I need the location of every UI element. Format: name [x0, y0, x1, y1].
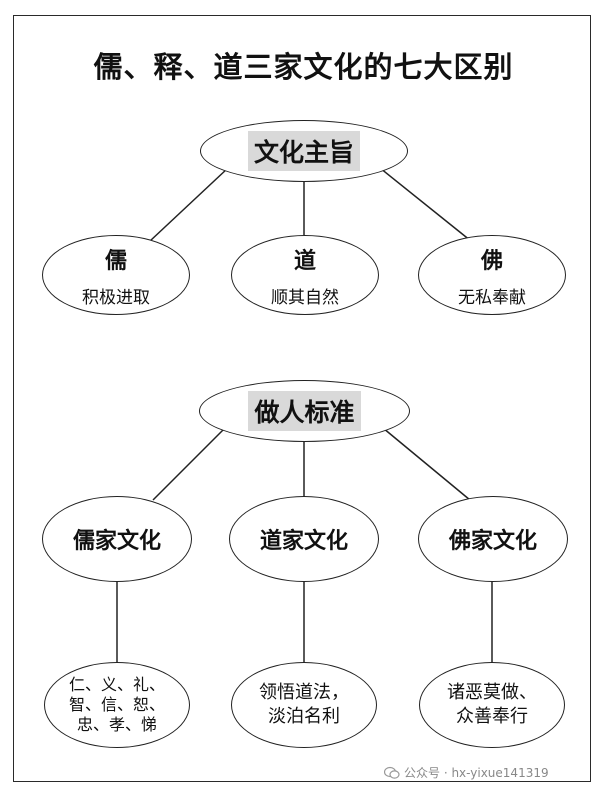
confucian-label: 儒: [104, 248, 127, 274]
buddhist-theme-node: 佛 无私奉献: [418, 235, 566, 315]
diagram-frame: [13, 15, 591, 782]
taoist-theme-node: 道 顺其自然: [231, 235, 379, 315]
culture-theme-heading: 文化主旨: [247, 131, 360, 171]
confucian-desc: 积极进取: [82, 287, 150, 308]
taoist-culture-node: 道家文化: [229, 496, 379, 582]
taoist-label: 道: [293, 248, 316, 274]
confucian-conduct-line-3: 忠、孝、悌: [76, 715, 157, 734]
confucian-culture-label: 儒家文化: [72, 529, 161, 554]
buddhist-conduct-node: 诸恶莫做、 众善奉行: [419, 662, 565, 748]
buddhist-conduct-line-2: 众善奉行: [456, 706, 528, 727]
confucian-culture-node: 儒家文化: [42, 496, 192, 582]
confucian-conduct-line-2: 智、信、恕、: [68, 695, 165, 714]
taoist-culture-label: 道家文化: [259, 529, 348, 554]
wechat-icon: [384, 766, 400, 779]
conduct-standard-node: 做人标准: [199, 380, 410, 442]
confucian-conduct-line-1: 仁、义、礼、: [68, 675, 165, 694]
page-title: 儒、释、道三家文化的七大区别: [93, 50, 514, 84]
watermark: 公众号 · hx-yixue141319: [384, 764, 549, 781]
buddhist-label: 佛: [480, 248, 503, 274]
taoist-conduct-line-2: 淡泊名利: [268, 706, 340, 727]
taoist-conduct-line-1: 领悟道法，: [259, 682, 349, 703]
confucian-theme-node: 儒 积极进取: [42, 235, 190, 315]
confucian-conduct-node: 仁、义、礼、 智、信、恕、 忠、孝、悌: [44, 662, 190, 748]
conduct-standard-heading: 做人标准: [248, 391, 361, 431]
buddhist-desc: 无私奉献: [458, 287, 526, 308]
buddhist-culture-label: 佛家文化: [448, 529, 537, 554]
culture-theme-node: 文化主旨: [200, 120, 408, 182]
buddhist-culture-node: 佛家文化: [418, 496, 568, 582]
buddhist-conduct-line-1: 诸恶莫做、: [447, 682, 537, 703]
taoist-desc: 顺其自然: [271, 287, 339, 308]
watermark-text: 公众号 · hx-yixue141319: [404, 766, 549, 780]
taoist-conduct-node: 领悟道法， 淡泊名利: [231, 662, 377, 748]
